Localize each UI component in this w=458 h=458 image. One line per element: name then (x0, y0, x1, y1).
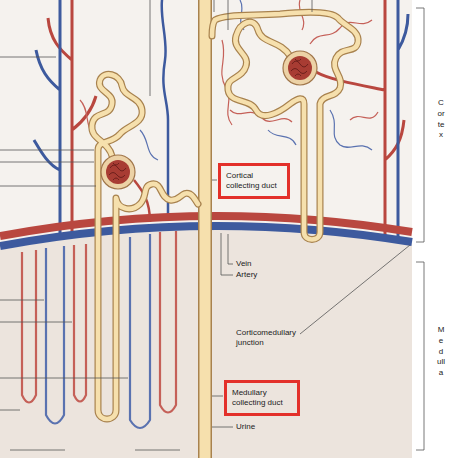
leader-line (228, 234, 233, 264)
glomerulus (288, 56, 312, 80)
collecting-duct (205, 0, 206, 458)
cortical-vessels (398, 0, 408, 240)
region-bracket (416, 8, 424, 242)
nephron-tubule (92, 12, 358, 419)
region-label: Medulla (437, 325, 445, 379)
nephron-tubule (212, 12, 358, 239)
nephron-tubule (92, 74, 198, 419)
region-bracket (416, 8, 424, 450)
cortical-vessels (48, 0, 96, 232)
vasa-recta (22, 250, 36, 403)
vasa-recta (46, 246, 64, 424)
capillaries (268, 130, 296, 145)
leader-line (0, 57, 128, 410)
nephron-tubule (212, 12, 358, 239)
glomerulus (106, 160, 130, 184)
leader-line (221, 233, 233, 275)
structure-label: Medullary collecting duct (232, 388, 292, 407)
leader-line (10, 450, 180, 451)
leader-line (212, 427, 233, 428)
structure-label: Cortical collecting duct (226, 171, 282, 190)
collecting-duct (198, 0, 212, 458)
callout-box: Cortical collecting duct (218, 163, 290, 199)
structure-label: Vein (236, 259, 252, 269)
capillaries (350, 112, 378, 120)
structure-label: Corticomedullary junction (236, 328, 302, 348)
glomerulus (291, 59, 308, 76)
glomerulus (109, 163, 126, 180)
background (412, 0, 458, 458)
structure-label: Artery (236, 270, 257, 280)
collecting-duct (200, 0, 211, 458)
vasa-recta (160, 231, 176, 413)
glomerulus (283, 51, 317, 85)
leader-line (212, 180, 217, 181)
leader-line (0, 0, 410, 450)
leader-line (150, 0, 312, 96)
leader-line (212, 396, 223, 397)
callout-box: Medullary collecting duct (224, 380, 300, 416)
cortical-vessels (162, 0, 168, 218)
glomerulus (101, 155, 135, 189)
vasa-recta (130, 234, 150, 428)
capillaries (140, 130, 158, 160)
capillaries (330, 110, 372, 150)
background (0, 0, 412, 458)
nephron-tubule (92, 74, 198, 419)
region-bracket (416, 262, 424, 450)
cortical-vessels (34, 0, 60, 236)
leader-line (300, 245, 410, 334)
glomerulus (283, 51, 317, 85)
region-label: Cortex (437, 98, 445, 141)
structure-label: Urine (236, 422, 255, 432)
glomerulus (101, 155, 135, 189)
